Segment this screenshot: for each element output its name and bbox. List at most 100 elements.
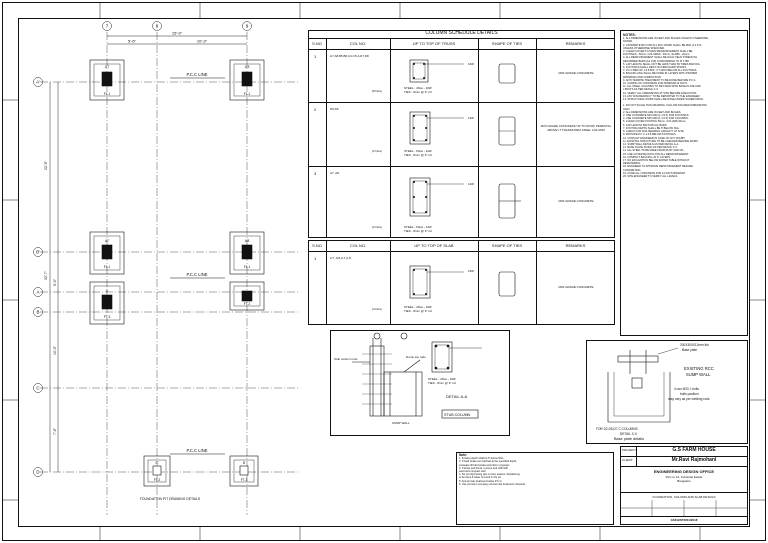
title-block (620, 446, 748, 525)
note2-line: 15. USE COVER BLOCKS FOR ALL REINFORCEME… (623, 152, 689, 156)
note2-line: 5. CLEAR COVER FOOTING 50mm, COLUMN 40mm… (623, 120, 687, 124)
bottom-note-line: 1. Footing depth shall be 5' below NGL. (459, 457, 505, 461)
stub-label-sump: SUMP WALL (392, 421, 410, 425)
note-line: UNLESS OTHERWISE SPECIFIED. (623, 46, 665, 50)
foundation-plan-caption: FOUNDATION PIT DRAWING DETAILS (140, 497, 201, 501)
col-row3-nos: (2 Nos) (372, 225, 382, 229)
note2-line: 1. DO NOT SCALE THIS DRAWING. FOLLOW FIG… (623, 104, 707, 108)
grid-label-left-2: B' (36, 250, 40, 255)
bp-label-existing: EXISTING RCC (684, 366, 714, 371)
slab-row-remarks: M20 GRADE CONCRETE (558, 285, 594, 289)
pcc-line-label-1: P.C.C LINE (186, 72, 207, 77)
note-line: WATERING AND COMPACTION. (623, 75, 662, 79)
col-row1-remarks: M20 GRADE CONCRETE (558, 71, 594, 75)
col-row2-section (409, 111, 464, 145)
note-line: 11. ALL STEEL COLUMNS TO BE FIXED WITH B… (623, 85, 701, 89)
dim-left-1: 22'-6" (44, 160, 48, 170)
grid-label-top-3: 9 (246, 24, 249, 29)
col-row2-tie-shape (498, 116, 516, 146)
note2-line: 7. FOOTING DEPTH SHALL BE 5' BELOW NGL. (623, 126, 680, 130)
col-row2-colno: D5,D6 (330, 107, 339, 111)
dim-left-2: 32'-7" (44, 270, 48, 280)
footing-tag-7: FT-3 (154, 478, 161, 482)
stub-steel: STEEL - 4Nos - 16Ø (428, 377, 456, 381)
col-row2-ties: TIES - 8mm @ 6" c/c (404, 153, 433, 157)
footing-tag-8: FT-3 (241, 478, 248, 482)
note2-line: 14. ALL STEEL TO BE FREE FROM RUST AND O… (623, 149, 685, 153)
grid-label-left-6: D (36, 470, 40, 475)
col-row1-sno: 1 (314, 54, 317, 59)
pcc-line-label-3: P.C.C LINE (186, 448, 207, 453)
dim-top-overall: 15'-9" (172, 31, 183, 36)
bp-label-detail: DETAIL X-X (620, 432, 638, 436)
slab-row-bar-label: 16Ø (468, 269, 474, 273)
bp-label-plate-size: 200X300X12mm thk (680, 343, 709, 347)
col-row3-sno: 3 (314, 171, 317, 176)
note-line: 9. ANTI-TERMITE TREATMENT TO BE DONE BEF… (623, 78, 697, 82)
col-row3-bar-label: 12Ø (468, 182, 474, 186)
base-plate-frame (586, 340, 748, 444)
sheet-inner-border (18, 18, 750, 527)
note-line: 12. VERIFY ALL DIMENSIONS AT SITE BEFORE… (623, 91, 697, 95)
note-line: 2. CONCRETE MIX FOR ALL RCC WORK SHALL B… (623, 43, 702, 47)
dim-top-right: 10'-3" (197, 39, 208, 44)
bp-label-position: bolts position (680, 392, 699, 396)
bottom-notes: Note: 1. Footing depth shall be 5' below… (459, 453, 526, 486)
col-row3-tie-shape (498, 183, 521, 219)
dim-left-5: 7'-6" (53, 427, 57, 435)
column-schedule-title: COLUMN SCHEDULE DETAILS (425, 30, 498, 36)
column-label-6: C' (156, 461, 159, 465)
col-row3-section (409, 177, 464, 217)
note2-line: CONCRETING. (623, 168, 642, 172)
grid-label-left-5: C (36, 386, 40, 391)
col-header-truss: UP TO TOP OF TRUSS (412, 41, 456, 46)
col-header-colno: COL NO. (349, 41, 367, 46)
notes-title: NOTES: (623, 33, 636, 37)
footing-tag-6: FT-2 (244, 302, 251, 306)
note2-line: 12. SUMP WALL DETAILS AS PER DETAIL A-A. (623, 142, 679, 146)
bottom-note-line: 2. If hard strata not reached at the spe… (459, 460, 517, 464)
bottom-note-line: 3. If loose soil found, remove and refil… (459, 466, 509, 470)
slab-row-steel: STEEL - 4Nos - 16Ø (404, 305, 432, 309)
bp-label-for: FOR D2,D5,D7 C.COLUMNS (596, 427, 638, 431)
title-office-city: Bangalore (677, 479, 691, 483)
stub-label-rods: Stub column rods (334, 357, 358, 361)
col-row1-section (409, 59, 464, 83)
grid-label-left-3: A (36, 290, 39, 295)
dim-left-3: 5'-0" (53, 278, 57, 286)
col-row2-steel: STEEL - 6Nos - 12Ø (404, 149, 432, 153)
col-header-shape: SHAPE OF TIES (491, 41, 523, 46)
slab-header-sno: S.NO (312, 243, 322, 248)
notes-panel (620, 30, 748, 336)
col-row2-nos: (2 Nos) (372, 149, 382, 153)
stub-label-dump: Dump top rods (406, 355, 426, 359)
title-office: ENGINEERING DESIGN OFFICE (653, 469, 715, 474)
slab-row-section (409, 265, 464, 299)
col-row2-remarks: M20 GRADE CONCRETE UP TO ROOF PEDESTAL A… (540, 124, 612, 132)
slab-row-colno: A'7, A'8,A,7,A,8, (330, 256, 352, 260)
bottom-notes-title: Note: (459, 453, 468, 457)
column-label-5: A (106, 289, 109, 293)
title-office-address: Plot no 12, Industrial Estate (665, 475, 703, 479)
bp-label-base: Base plate (682, 348, 697, 352)
stub-caption-column: STUB COLUMN (444, 413, 471, 417)
slab-header-colno: COL NO. (349, 243, 367, 248)
note-line: 1. ALL DIMENSIONS ARE IN FEET AND INCHES… (623, 37, 708, 41)
note2-line: ONLY. (623, 107, 631, 111)
footing-tag-4: F1-1 (244, 265, 251, 269)
bottom-note-line: to be done if water is found in the pit. (459, 476, 502, 480)
note-line: 10. CURING OF CONCRETE FOR MINIMUM 14 DA… (623, 82, 688, 86)
title-client: Mr.Ravi Rajmohanl (671, 457, 717, 463)
title-client-label: CLIENT (622, 458, 633, 462)
footing-tag-2: F1-1 (244, 92, 251, 96)
note-line: J BOLTS AS PER DETAIL X-X. (623, 88, 659, 92)
slab-header-slab: UP TO TOP OF SLAB (414, 243, 454, 248)
note-line: 3. CLEAR COVER TO MAIN REINFORCEMENT SHA… (623, 50, 693, 54)
grid-label-left-4: B (36, 310, 39, 315)
stub-detail-frame (330, 330, 510, 436)
note-line: DEFORMED BARS (Fe 415) CONFORMING TO IS … (623, 59, 690, 63)
note2-line: 20. SITE ENGINEER TO VERIFY ALL LEVELS. (623, 174, 678, 178)
